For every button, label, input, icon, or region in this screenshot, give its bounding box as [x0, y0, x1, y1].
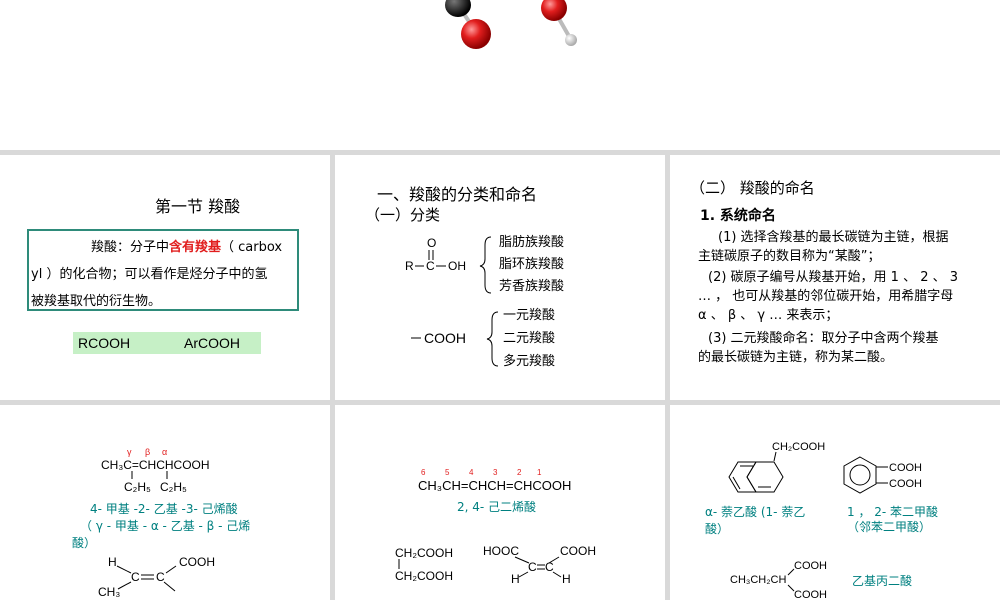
- carbon-number: 4: [469, 468, 474, 477]
- nomenclature-heading: （二） 羧酸的命名: [690, 179, 815, 197]
- panel-example-dienoic: 6 5 4 3 2 1 CH₃CH=CHCH=CHCOOH CH₂COOH CH…: [335, 405, 665, 600]
- greek-gamma: γ: [127, 447, 132, 457]
- atom-o: O: [427, 236, 436, 250]
- definition-highlight: 含有羧基: [169, 240, 222, 255]
- carboxyl-structure-diagram: O R C OH COOH: [405, 236, 499, 367]
- list-item: 一元羧酸: [503, 308, 556, 323]
- compound-name: 1 ， 2- 苯二甲酸: [847, 505, 939, 519]
- cooh-group: COOH: [889, 462, 922, 474]
- aromatic-structure-diagram: CH₂COOH COOH COOH CH₃CH₂CH COOH COOH: [728, 441, 922, 600]
- methyl-group: CH₃: [98, 585, 120, 599]
- carbon-number: 3: [493, 468, 498, 477]
- atom-c: C: [545, 560, 554, 574]
- dienoic-structure-diagram: 6 5 4 3 2 1 CH₃CH=CHCH=CHCOOH CH₂COOH CH…: [395, 468, 596, 586]
- succinic-bottom: CH₂COOH: [395, 569, 453, 583]
- cooh-group: COOH: [794, 589, 827, 600]
- greek-beta: β: [145, 447, 150, 457]
- hooc-group: HOOC: [483, 544, 519, 558]
- panel-classification: 一、羧酸的分类和命名 （一）分类 O R C OH COOH 脂肪族羧酸 脂环族…: [335, 155, 665, 400]
- molecule-model-icon: [445, 0, 577, 49]
- compound-name-greek-end: 酸）: [72, 536, 97, 550]
- carbon-number: 6: [421, 468, 426, 477]
- rule-text: … ， 也可从羧基的邻位碳开始，用希腊字母: [698, 289, 954, 304]
- panel-example-aromatic: CH₂COOH COOH COOH CH₃CH₂CH COOH COOH α- …: [670, 405, 1000, 600]
- rule-text: 的最长碳链为主链，称为某二酸。: [698, 350, 894, 365]
- nomenclature-rules: (1) 选择含羧基的最长碳链为主链，根据 主链碳原子的数目称为“某酸”； (2)…: [698, 228, 958, 367]
- classification-subheading: （一）分类: [365, 206, 441, 224]
- definition-line3: 被羧基取代的衍生物。: [31, 294, 162, 309]
- classification-heading: 一、羧酸的分类和命名: [377, 185, 538, 204]
- top-banner: [0, 0, 1000, 150]
- cooh-group: COOH: [560, 544, 596, 558]
- hexenoic-structure-diagram: γ β α CH₃C=CHCHCOOH C₂H₅ C₂H₅ H COOH C C…: [98, 447, 215, 599]
- atom-r: R: [405, 259, 414, 273]
- nomenclature-subheading: 1. 系统命名: [700, 208, 776, 224]
- greek-alpha: α: [162, 447, 167, 457]
- rule-text: (2) 碳原子编号从羧基开始，用 1 、 2 、 3: [708, 270, 959, 285]
- list-by-count: 一元羧酸 二元羧酸 多元羧酸: [503, 304, 555, 373]
- compound-name: α- 萘乙酸 (1- 萘乙: [705, 505, 806, 519]
- cooh-group: COOH: [889, 478, 922, 490]
- formula-rcooh: RCOOH: [78, 335, 131, 351]
- ethyl-chain: CH₃CH₂CH: [730, 574, 786, 586]
- list-item: 脂环族羧酸: [499, 257, 565, 272]
- carbon-number: 2: [517, 468, 522, 477]
- substituent: C₂H₅: [160, 480, 187, 494]
- rule-text: (3) 二元羧酸命名：取分子中含两个羧基: [708, 331, 939, 346]
- main-chain: CH₃CH=CHCH=CHCOOH: [418, 478, 571, 493]
- panel-nomenclature: （二） 羧酸的命名 1. 系统命名 (1) 选择含羧基的最长碳链为主链，根据 主…: [670, 155, 1000, 400]
- substituent: C₂H₅: [124, 480, 151, 494]
- atom-h: H: [562, 572, 571, 586]
- atom-c: C: [528, 560, 537, 574]
- atom-oh: OH: [448, 259, 466, 273]
- carbon-number: 1: [537, 468, 542, 477]
- definition-box: 羧酸：分子中含有羧基（ carbox yl ）的化合物；可以看作是烃分子中的氢 …: [27, 229, 299, 311]
- list-item: 芳香族羧酸: [499, 279, 565, 294]
- list-item: 二元羧酸: [503, 331, 556, 346]
- atom-c: C: [131, 570, 140, 584]
- atom-h: H: [511, 572, 520, 586]
- definition-text: 羧酸：分子中: [91, 240, 170, 255]
- succinic-top: CH₂COOH: [395, 546, 453, 560]
- rule-text: (1) 选择含羧基的最长碳链为主链，根据: [718, 230, 949, 245]
- compound-name-greek: （ γ - 甲基 - α - 乙基 - β - 己烯: [80, 519, 251, 533]
- compound-name-end: 酸）: [705, 522, 730, 536]
- list-by-hydrocarbon: 脂肪族羧酸 脂环族羧酸 芳香族羧酸: [499, 232, 564, 298]
- list-item: 脂肪族羧酸: [499, 235, 565, 250]
- list-item: 多元羧酸: [503, 354, 556, 369]
- panel-definition: 第一节 羧酸 羧酸：分子中含有羧基（ carbox yl ）的化合物；可以看作是…: [0, 155, 330, 400]
- atom-c: C: [426, 259, 435, 273]
- definition-line2: yl ）的化合物；可以看作是烃分子中的氢: [31, 267, 268, 282]
- atom-c: C: [156, 570, 165, 584]
- compound-name: 4- 甲基 -2- 乙基 -3- 己烯酸: [90, 502, 238, 516]
- formula-bar: [73, 332, 261, 354]
- atom-h: H: [108, 555, 117, 569]
- rule-text: 主链碳原子的数目称为“某酸”；: [698, 249, 881, 264]
- compound-name-common: （邻苯二甲酸）: [847, 520, 932, 534]
- cooh-group: COOH: [179, 555, 215, 569]
- main-chain: CH₃C=CHCHCOOH: [101, 458, 210, 472]
- cooh-group: COOH: [424, 330, 466, 346]
- section-title: 第一节 羧酸: [155, 197, 241, 216]
- rule-text: α 、 β 、 γ … 来表示；: [698, 308, 839, 323]
- naphthyl-substituent: CH₂COOH: [772, 441, 825, 453]
- carbon-number: 5: [445, 468, 450, 477]
- cooh-group: COOH: [794, 560, 827, 572]
- definition-text-rest: （ carbox: [221, 240, 283, 255]
- formula-arcooh: ArCOOH: [184, 335, 240, 351]
- compound-name: 2, 4- 己二烯酸: [457, 500, 537, 514]
- panel-example-hexenoic: γ β α CH₃C=CHCHCOOH C₂H₅ C₂H₅ H COOH C C…: [0, 405, 330, 600]
- compound-name: 乙基丙二酸: [852, 574, 913, 588]
